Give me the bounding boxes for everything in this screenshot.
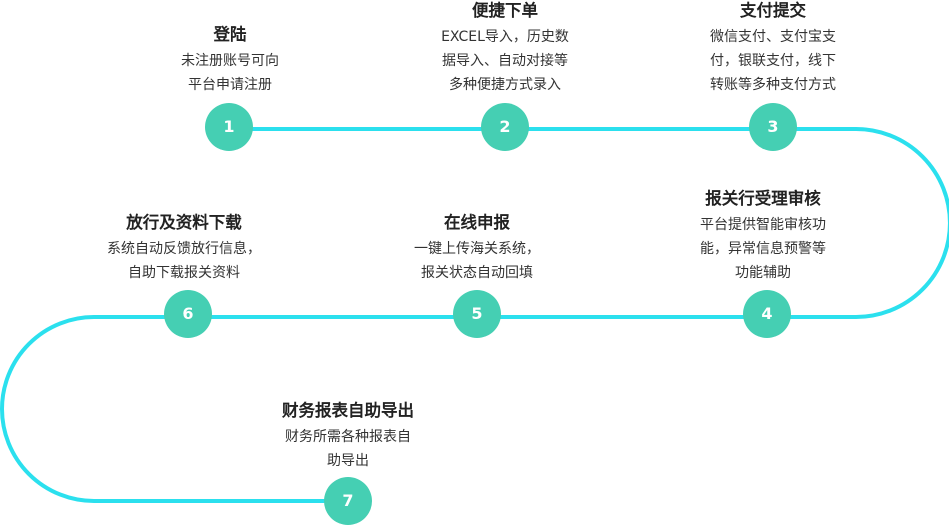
step-5-circle: 5 xyxy=(453,290,501,338)
step-2-desc-line-3: 多种便捷方式录入 xyxy=(449,77,561,93)
step-7-circle: 7 xyxy=(324,477,372,525)
step-4-text: 报关行受理审核 平台提供智能审核功 能，异常信息预警等 功能辅助 xyxy=(658,188,868,285)
step-7-text: 财务报表自助导出 财务所需各种报表自 助导出 xyxy=(238,400,458,473)
step-4-desc-line-3: 功能辅助 xyxy=(735,265,791,281)
step-6-text: 放行及资料下载 系统自动反馈放行信息， 自助下载报关资料 xyxy=(74,212,294,285)
step-7-desc: 财务所需各种报表自 助导出 xyxy=(238,425,458,473)
step-4-desc-line-1: 平台提供智能审核功 xyxy=(700,217,826,233)
step-4-desc-line-2: 能，异常信息预警等 xyxy=(700,241,826,257)
step-6-desc: 系统自动反馈放行信息， 自助下载报关资料 xyxy=(74,237,294,285)
step-2-desc: EXCEL导入，历史数 据导入、自动对接等 多种便捷方式录入 xyxy=(400,25,610,97)
step-6-desc-line-2: 自助下载报关资料 xyxy=(128,265,240,281)
step-1-desc-line-1: 未注册账号可向 xyxy=(181,53,279,69)
step-5-desc: 一键上传海关系统， 报关状态自动回填 xyxy=(372,237,582,285)
step-3-text: 支付提交 微信支付、支付宝支 付，银联支付，线下 转账等多种支付方式 xyxy=(668,0,878,97)
step-1-text: 登陆 未注册账号可向 平台申请注册 xyxy=(130,24,330,97)
step-4-desc: 平台提供智能审核功 能，异常信息预警等 功能辅助 xyxy=(658,213,868,285)
step-5-text: 在线申报 一键上传海关系统， 报关状态自动回填 xyxy=(372,212,582,285)
step-3-title: 支付提交 xyxy=(740,1,806,20)
step-1-desc: 未注册账号可向 平台申请注册 xyxy=(130,49,330,97)
step-6-circle: 6 xyxy=(164,290,212,338)
step-3-desc: 微信支付、支付宝支 付，银联支付，线下 转账等多种支付方式 xyxy=(668,25,878,97)
step-7-desc-line-1: 财务所需各种报表自 xyxy=(285,429,411,445)
step-6-title: 放行及资料下载 xyxy=(126,213,242,232)
step-2-desc-line-2: 据导入、自动对接等 xyxy=(442,53,568,69)
step-3-circle: 3 xyxy=(749,103,797,151)
step-2-desc-line-1: EXCEL导入，历史数 xyxy=(441,29,569,45)
step-2-title: 便捷下单 xyxy=(472,1,538,20)
step-1-title: 登陆 xyxy=(213,25,247,44)
step-2-circle: 2 xyxy=(481,103,529,151)
step-4-title: 报关行受理审核 xyxy=(705,189,821,208)
step-6-desc-line-1: 系统自动反馈放行信息， xyxy=(107,241,261,257)
step-5-desc-line-1: 一键上传海关系统， xyxy=(414,241,540,257)
step-3-desc-line-3: 转账等多种支付方式 xyxy=(710,77,836,93)
step-5-title: 在线申报 xyxy=(444,213,510,232)
step-4-circle: 4 xyxy=(743,290,791,338)
step-1-circle: 1 xyxy=(205,103,253,151)
step-7-title: 财务报表自助导出 xyxy=(282,401,414,420)
step-5-desc-line-2: 报关状态自动回填 xyxy=(421,265,533,281)
step-1-desc-line-2: 平台申请注册 xyxy=(188,77,272,93)
step-3-desc-line-2: 付，银联支付，线下 xyxy=(710,53,836,69)
step-7-desc-line-2: 助导出 xyxy=(327,453,369,469)
step-3-desc-line-1: 微信支付、支付宝支 xyxy=(710,29,836,45)
step-2-text: 便捷下单 EXCEL导入，历史数 据导入、自动对接等 多种便捷方式录入 xyxy=(400,0,610,97)
